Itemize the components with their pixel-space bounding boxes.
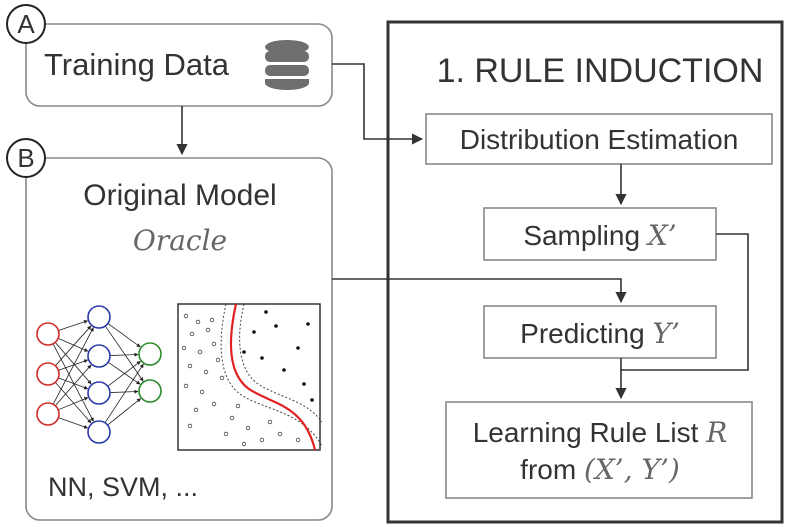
decision-boundary-curve (229, 303, 317, 451)
plot-point-filled (302, 382, 306, 386)
learning-rule-list-box (445, 401, 753, 499)
nn-connection (55, 325, 92, 367)
badge-b (6, 138, 46, 178)
nn-connection (107, 360, 141, 387)
plot-point-filled (252, 330, 256, 334)
plot-point-open (181, 345, 187, 351)
plot-point-open (199, 389, 205, 395)
sampling-box (483, 207, 717, 261)
database-icon (265, 40, 309, 90)
plot-point-open (235, 403, 241, 409)
arrow-training-to-distribution (332, 63, 424, 145)
nn-connection (54, 342, 92, 385)
distribution-estimation-label: Distribution Estimation (460, 124, 739, 155)
plot-point-open (203, 369, 209, 375)
model-examples-caption: NN, SVM, ... (48, 472, 198, 502)
nn-hidden-neuron (87, 344, 111, 368)
predicting-box (483, 305, 717, 359)
arrow-model-to-predicting (332, 278, 627, 304)
nn-output-neuron (138, 379, 162, 403)
badge-a (6, 4, 46, 44)
nn-hidden-neuron (87, 381, 111, 405)
learning-rule-list-line1: Learning Rule List R (473, 416, 728, 449)
plot-point-filled (274, 324, 278, 328)
plot-point-open (295, 437, 301, 443)
plot-point-open (187, 423, 193, 429)
nn-connection (58, 377, 89, 390)
nn-connection (107, 398, 141, 426)
nn-connection (58, 359, 89, 371)
badge-b-label: B (17, 143, 34, 173)
plot-point-open (193, 407, 199, 413)
plot-point-open (211, 341, 217, 347)
nn-connection (58, 417, 89, 429)
plot-point-open (183, 313, 189, 319)
nn-connection (57, 337, 89, 352)
original-model-title: Original Model (83, 179, 276, 212)
plot-point-open (223, 431, 229, 437)
plot-point-filled (264, 310, 268, 314)
nn-connection (107, 361, 141, 385)
nn-connection (52, 327, 94, 405)
plot-point-open (197, 349, 203, 355)
plot-point-filled (306, 322, 310, 326)
plot-point-open (189, 331, 195, 337)
nn-connection (58, 320, 88, 331)
plot-point-open (209, 317, 215, 323)
plot-point-filled (296, 346, 300, 350)
plot-point-open (245, 425, 251, 431)
decision-boundary-plot-icon (177, 303, 323, 451)
nn-connection (52, 343, 94, 422)
plot-point-open (215, 357, 221, 363)
distribution-estimation-box (425, 113, 773, 165)
learning-rule-list-line2: from (X’, Y’) (520, 453, 680, 486)
training-data-box (25, 23, 333, 107)
neural-network-icon (36, 305, 162, 444)
plot-point-open (259, 437, 265, 443)
nn-hidden-neuron (87, 305, 111, 329)
oracle-subtitle: Oracle (133, 224, 227, 257)
nn-connection (104, 363, 144, 424)
rule-induction-title: 1. RULE INDUCTION (437, 52, 764, 90)
nn-input-neuron (36, 322, 60, 346)
nn-connection (109, 389, 139, 394)
sampling-label: Sampling X’ (523, 219, 676, 252)
nn-output-neuron (138, 342, 162, 366)
plot-point-open (229, 415, 235, 421)
plot-point-filled (242, 350, 246, 354)
plot-point-open (187, 363, 193, 369)
plot-point-open (205, 327, 211, 333)
predicting-label: Predicting Y’ (520, 317, 680, 350)
arrow-sampling-to-learning (615, 233, 749, 400)
plot-point-open (183, 383, 189, 389)
plot-point-open (211, 401, 217, 407)
plot-point-open (241, 441, 247, 447)
nn-connection (58, 397, 89, 411)
nn-connection (107, 323, 141, 348)
plot-point-open (219, 375, 225, 381)
nn-input-neuron (36, 402, 60, 426)
nn-connection (104, 325, 144, 382)
plot-point-filled (260, 356, 264, 360)
plot-point-open (277, 431, 283, 437)
training-data-label: Training Data (44, 47, 230, 82)
nn-hidden-neuron (87, 420, 111, 444)
badge-a-label: A (17, 9, 35, 39)
plot-point-filled (310, 398, 314, 402)
nn-input-neuron (36, 362, 60, 386)
nn-connection (109, 352, 139, 357)
plot-point-open (267, 419, 273, 425)
nn-connection (54, 364, 92, 407)
plot-point-filled (282, 368, 286, 372)
plot-point-open (195, 319, 201, 325)
